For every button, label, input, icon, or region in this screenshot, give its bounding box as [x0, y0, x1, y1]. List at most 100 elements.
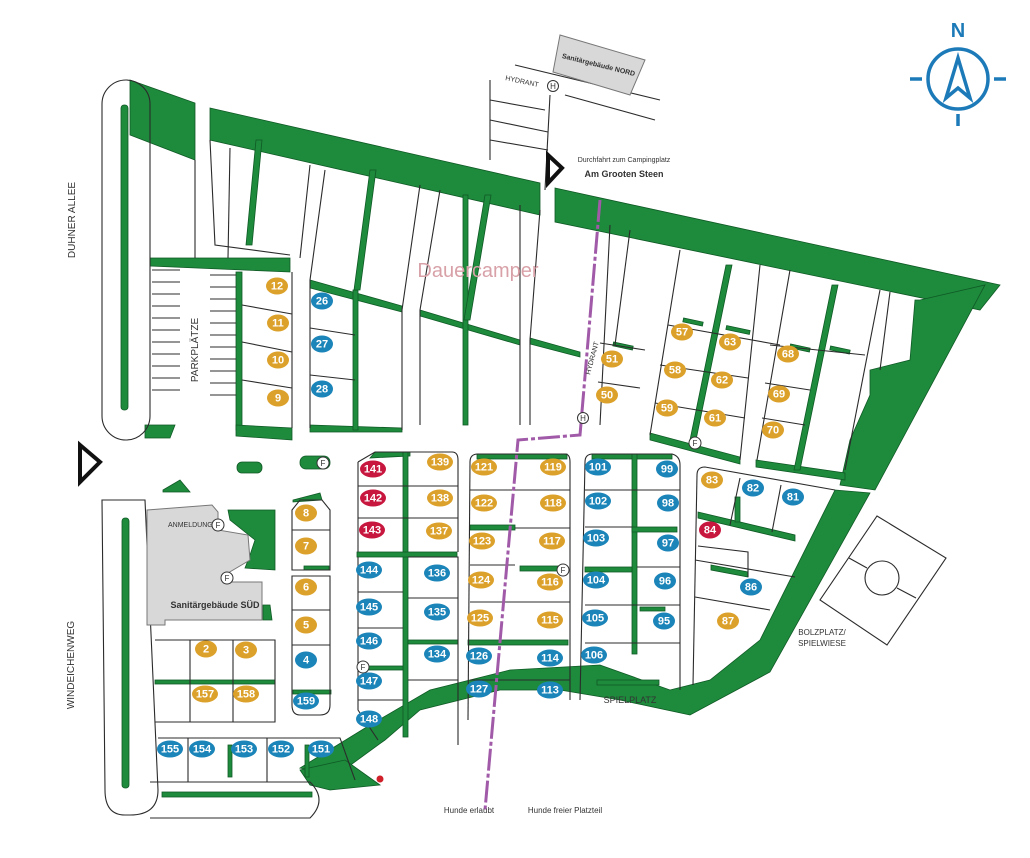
pitch-83[interactable]: 83 — [701, 471, 723, 489]
pitch-badge[interactable] — [581, 646, 607, 664]
pitch-badge[interactable] — [469, 532, 495, 550]
pitch-81[interactable]: 81 — [782, 488, 804, 506]
pitch-144[interactable]: 144 — [356, 561, 382, 579]
pitch-82[interactable]: 82 — [742, 479, 764, 497]
pitch-158[interactable]: 158 — [233, 685, 259, 703]
pitch-badge[interactable] — [653, 612, 675, 630]
pitch-104[interactable]: 104 — [583, 571, 609, 589]
pitch-badge[interactable] — [704, 409, 726, 427]
pitch-102[interactable]: 102 — [585, 492, 611, 510]
pitch-103[interactable]: 103 — [583, 529, 609, 547]
pitch-badge[interactable] — [656, 399, 678, 417]
pitch-5[interactable]: 5 — [295, 616, 317, 634]
pitch-badge[interactable] — [360, 489, 386, 507]
pitch-badge[interactable] — [295, 651, 317, 669]
pitch-123[interactable]: 123 — [469, 532, 495, 550]
pitch-116[interactable]: 116 — [537, 573, 563, 591]
pitch-badge[interactable] — [582, 609, 608, 627]
pitch-badge[interactable] — [157, 740, 183, 758]
pitch-badge[interactable] — [742, 479, 764, 497]
pitch-badge[interactable] — [777, 345, 799, 363]
pitch-105[interactable]: 105 — [582, 609, 608, 627]
pitch-badge[interactable] — [424, 603, 450, 621]
pitch-badge[interactable] — [424, 564, 450, 582]
pitch-115[interactable]: 115 — [537, 611, 563, 629]
pitch-badge[interactable] — [601, 350, 623, 368]
pitch-badge[interactable] — [426, 522, 452, 540]
pitch-97[interactable]: 97 — [657, 534, 679, 552]
pitch-155[interactable]: 155 — [157, 740, 183, 758]
pitch-3[interactable]: 3 — [235, 641, 257, 659]
pitch-117[interactable]: 117 — [539, 532, 565, 550]
pitch-badge[interactable] — [583, 529, 609, 547]
pitch-2[interactable]: 2 — [195, 640, 217, 658]
pitch-badge[interactable] — [596, 386, 618, 404]
pitch-badge[interactable] — [295, 616, 317, 634]
pitch-badge[interactable] — [471, 494, 497, 512]
pitch-badge[interactable] — [782, 488, 804, 506]
pitch-badge[interactable] — [540, 458, 566, 476]
pitch-badge[interactable] — [267, 389, 289, 407]
pitch-badge[interactable] — [768, 385, 790, 403]
pitch-62[interactable]: 62 — [711, 371, 733, 389]
pitch-146[interactable]: 146 — [356, 632, 382, 650]
pitch-143[interactable]: 143 — [359, 521, 385, 539]
pitch-badge[interactable] — [656, 460, 678, 478]
pitch-badge[interactable] — [293, 692, 319, 710]
pitch-badge[interactable] — [356, 672, 382, 690]
pitch-badge[interactable] — [664, 361, 686, 379]
pitch-badge[interactable] — [356, 710, 382, 728]
pitch-badge[interactable] — [657, 494, 679, 512]
pitch-badge[interactable] — [701, 471, 723, 489]
pitch-badge[interactable] — [195, 640, 217, 658]
pitch-badge[interactable] — [539, 532, 565, 550]
pitch-badge[interactable] — [359, 521, 385, 539]
pitch-145[interactable]: 145 — [356, 598, 382, 616]
pitch-125[interactable]: 125 — [467, 609, 493, 627]
pitch-badge[interactable] — [583, 571, 609, 589]
pitch-10[interactable]: 10 — [267, 351, 289, 369]
pitch-9[interactable]: 9 — [267, 389, 289, 407]
pitch-61[interactable]: 61 — [704, 409, 726, 427]
pitch-badge[interactable] — [540, 494, 566, 512]
pitch-badge[interactable] — [537, 573, 563, 591]
pitch-59[interactable]: 59 — [656, 399, 678, 417]
pitch-136[interactable]: 136 — [424, 564, 450, 582]
pitch-148[interactable]: 148 — [356, 710, 382, 728]
pitch-159[interactable]: 159 — [293, 692, 319, 710]
pitch-badge[interactable] — [466, 680, 492, 698]
pitch-151[interactable]: 151 — [308, 740, 334, 758]
pitch-badge[interactable] — [192, 685, 218, 703]
pitch-124[interactable]: 124 — [468, 571, 494, 589]
pitch-153[interactable]: 153 — [231, 740, 257, 758]
pitch-69[interactable]: 69 — [768, 385, 790, 403]
pitch-badge[interactable] — [719, 333, 741, 351]
pitch-badge[interactable] — [466, 647, 492, 665]
pitch-118[interactable]: 118 — [540, 494, 566, 512]
pitch-4[interactable]: 4 — [295, 651, 317, 669]
pitch-badge[interactable] — [356, 598, 382, 616]
pitch-7[interactable]: 7 — [295, 537, 317, 555]
pitch-135[interactable]: 135 — [424, 603, 450, 621]
pitch-badge[interactable] — [356, 561, 382, 579]
pitch-86[interactable]: 86 — [740, 578, 762, 596]
pitch-badge[interactable] — [717, 612, 739, 630]
pitch-95[interactable]: 95 — [653, 612, 675, 630]
pitch-badge[interactable] — [311, 380, 333, 398]
pitch-127[interactable]: 127 — [466, 680, 492, 698]
pitch-98[interactable]: 98 — [657, 494, 679, 512]
pitch-badge[interactable] — [537, 649, 563, 667]
pitch-138[interactable]: 138 — [427, 489, 453, 507]
pitch-badge[interactable] — [711, 371, 733, 389]
pitch-badge[interactable] — [268, 740, 294, 758]
pitch-badge[interactable] — [537, 681, 563, 699]
pitch-26[interactable]: 26 — [311, 292, 333, 310]
pitch-badge[interactable] — [740, 578, 762, 596]
pitch-119[interactable]: 119 — [540, 458, 566, 476]
pitch-badge[interactable] — [657, 534, 679, 552]
pitch-152[interactable]: 152 — [268, 740, 294, 758]
pitch-84[interactable]: 84 — [699, 521, 721, 539]
pitch-8[interactable]: 8 — [295, 504, 317, 522]
pitch-96[interactable]: 96 — [654, 572, 676, 590]
pitch-badge[interactable] — [267, 351, 289, 369]
